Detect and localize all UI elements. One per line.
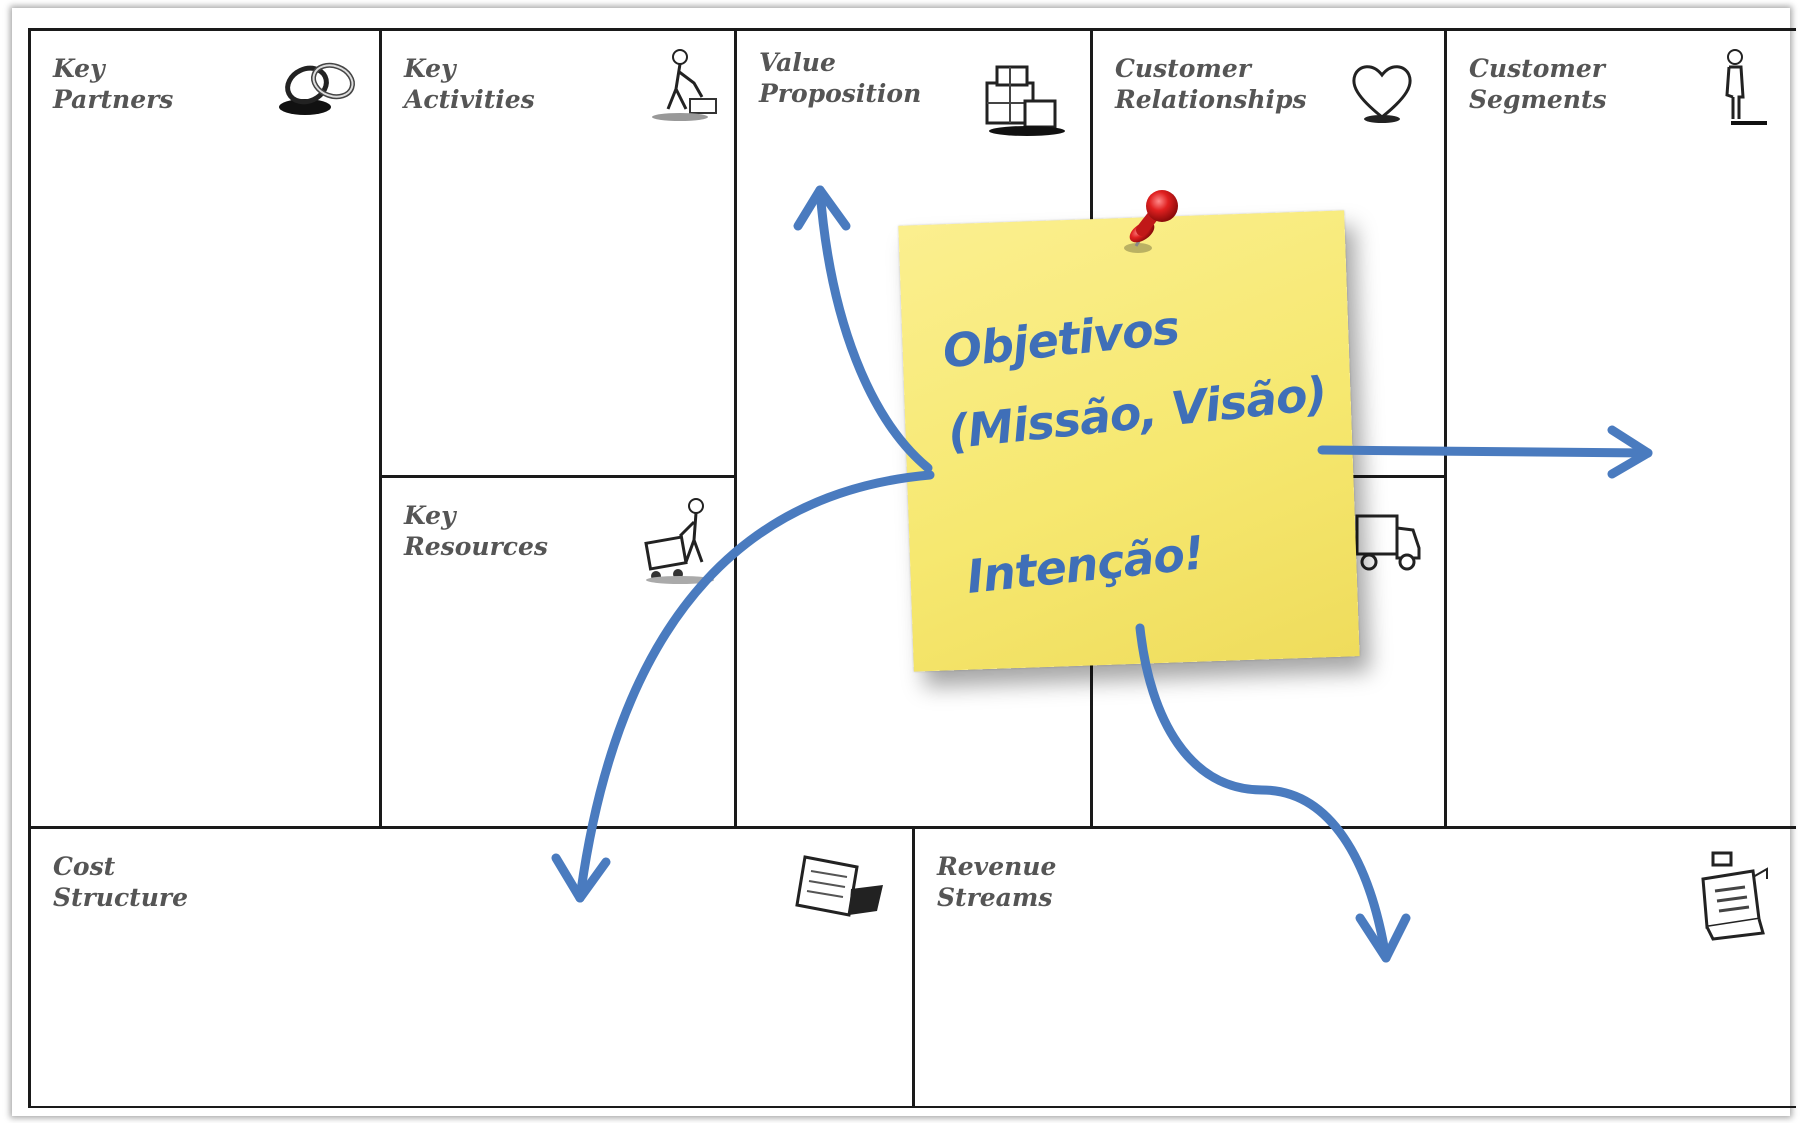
block-title: Revenue Streams [937, 852, 1057, 912]
heart-icon [1347, 59, 1417, 125]
block-title: Value Proposition [759, 48, 922, 108]
grid-line [1444, 28, 1447, 828]
block-customer-segments: Customer Segments [1447, 31, 1796, 826]
block-title: Customer Relationships [1115, 54, 1307, 114]
block-title: Key Activities [404, 54, 535, 114]
note-intention: Intenção! [964, 525, 1207, 604]
note-mission-vision: (Missão, Visão) [945, 365, 1329, 460]
block-revenue-streams: Revenue Streams [915, 829, 1796, 1106]
block-key-partners: Key Partners [31, 31, 379, 826]
price-tag-icon [791, 849, 891, 925]
worker-icon [650, 47, 720, 127]
block-title: Key Resources [404, 501, 548, 561]
block-cost-structure: Cost Structure [31, 829, 912, 1106]
block-channels [1093, 478, 1444, 826]
cash-register-icon [1693, 849, 1773, 945]
chain-links-icon [275, 55, 367, 119]
block-title: Customer Segments [1469, 54, 1607, 114]
gift-boxes-icon [981, 57, 1067, 137]
grid-line [379, 28, 382, 828]
block-value-proposition: Value Proposition [737, 31, 1090, 826]
grid-line [379, 475, 736, 478]
block-key-resources: Key Resources [382, 478, 734, 826]
sticky-note: Objetivos (Missão, Visão) Intenção! [898, 210, 1360, 672]
block-key-activities: Key Activities [382, 31, 734, 475]
grid-line [28, 28, 31, 1108]
block-title: Key Partners [53, 54, 174, 114]
push-pin-icon [1112, 186, 1192, 270]
block-title: Cost Structure [53, 852, 188, 912]
grid-line [28, 28, 1796, 31]
grid-line [734, 28, 737, 828]
person-icon [1711, 47, 1771, 131]
truck-icon [1353, 508, 1423, 578]
block-customer-relationships: Customer Relationships [1093, 31, 1444, 475]
note-objectives: Objetivos [940, 300, 1182, 379]
grid-line [912, 828, 915, 1108]
worker-with-cart-icon [644, 496, 720, 588]
